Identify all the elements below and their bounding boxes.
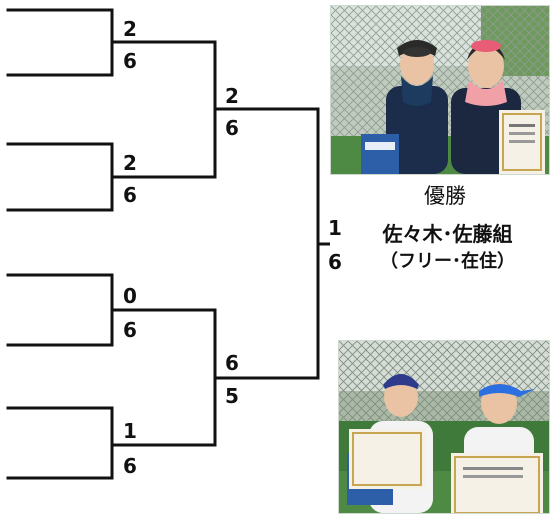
- player-right: [451, 382, 543, 513]
- player-right: [451, 40, 545, 174]
- score-r1-m2-bottom: 6: [123, 183, 137, 207]
- winner-names: 佐々木･佐藤組: [382, 222, 513, 246]
- score-final-bottom: 6: [328, 250, 342, 274]
- score-r2-m2-top: 6: [225, 351, 239, 375]
- score-r1-m1-top: 2: [123, 17, 137, 41]
- score-r1-m3-bottom: 6: [123, 318, 137, 342]
- bracket-line-r1-m3: [6, 273, 114, 347]
- score-final-top: 1: [328, 216, 342, 240]
- score-r1-m2-top: 2: [123, 151, 137, 175]
- tournament-bracket: [6, 8, 330, 480]
- score-r1-m4-bottom: 6: [123, 454, 137, 478]
- runner-up-photo: [338, 340, 550, 514]
- winner-photo: [330, 5, 550, 175]
- winner-affiliation: （フリー･在住）: [380, 251, 515, 272]
- bracket-line-r1-m4: [6, 406, 114, 480]
- bracket-line-r1-m2: [6, 142, 114, 212]
- score-r1-m4-top: 1: [123, 419, 137, 443]
- score-r2-m2-bottom: 5: [225, 384, 239, 408]
- score-r2-m1-top: 2: [225, 84, 239, 108]
- player-left: [361, 40, 448, 174]
- player-left: [347, 374, 433, 513]
- winner-title: 優勝: [424, 184, 466, 208]
- score-r1-m1-bottom: 6: [123, 49, 137, 73]
- score-r1-m3-top: 0: [123, 284, 137, 308]
- score-r2-m1-bottom: 6: [225, 116, 239, 140]
- bracket-line-r1-m1: [6, 8, 114, 77]
